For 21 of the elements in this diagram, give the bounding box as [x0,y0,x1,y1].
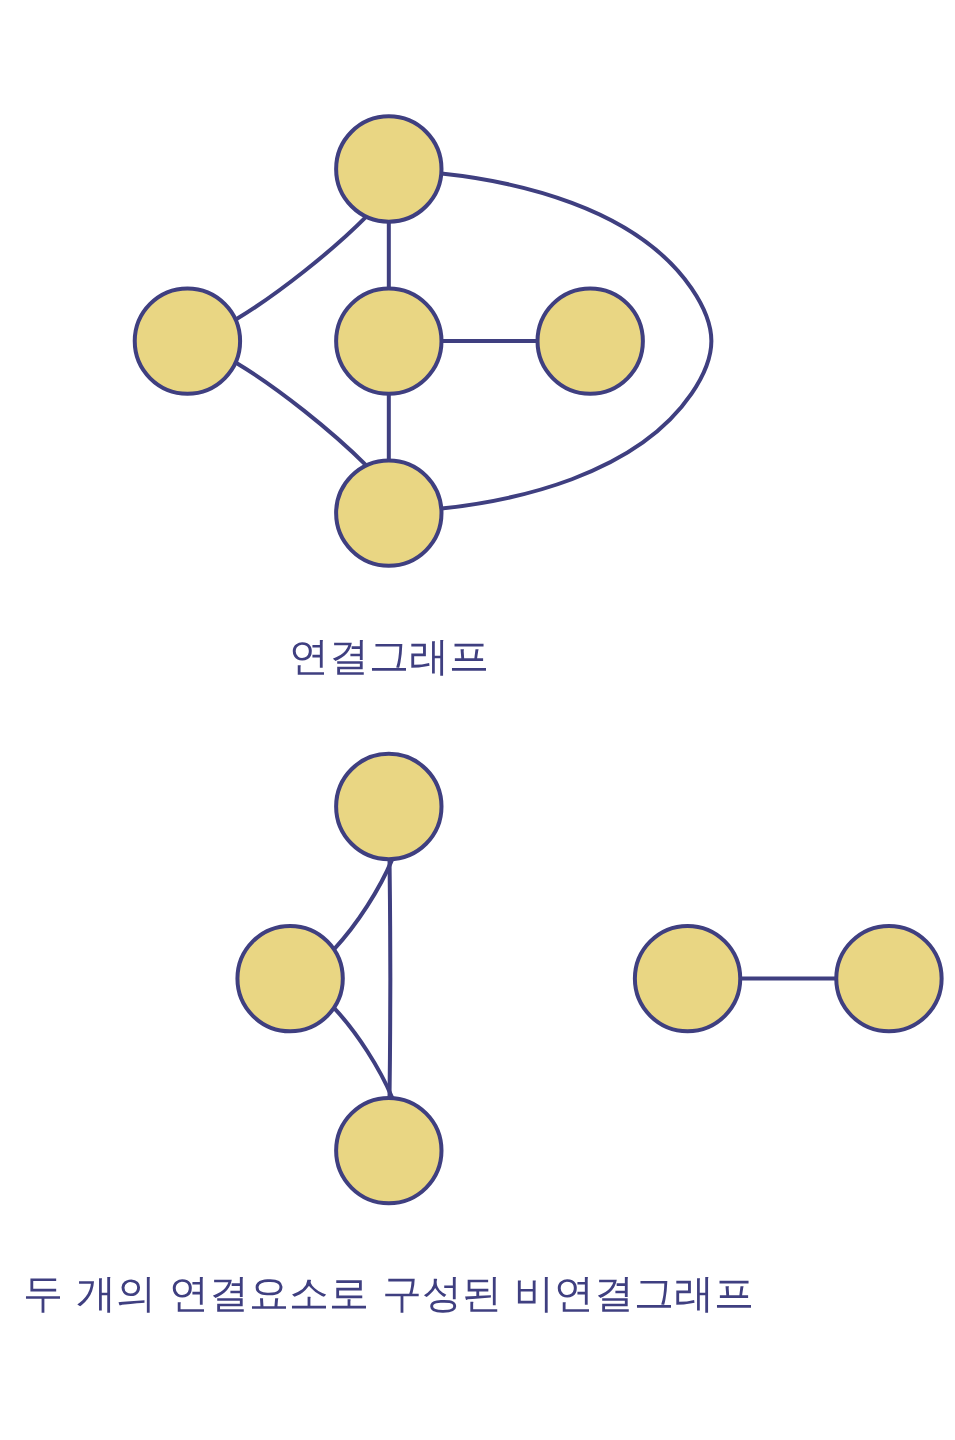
connector [386,221,391,288]
node-circle [334,457,444,568]
node-circle [334,285,444,396]
connector [386,393,391,460]
node-circle [834,923,944,1033]
node-circle [132,285,243,396]
connector [234,360,368,467]
node-circle [334,751,444,861]
label: 연결그래프 [288,632,489,679]
connector [441,338,538,343]
connector [387,859,393,1098]
node-circle [334,1095,444,1205]
node-circle [632,923,743,1033]
connector [740,976,837,981]
connector [441,171,714,511]
node-circle [235,923,345,1033]
connector [332,1006,395,1099]
label: 두 개의 연결요소로 구성된 비연결그래프 [23,1269,755,1316]
node-circle [334,113,444,224]
node-circle [535,285,645,396]
connector [234,214,368,321]
